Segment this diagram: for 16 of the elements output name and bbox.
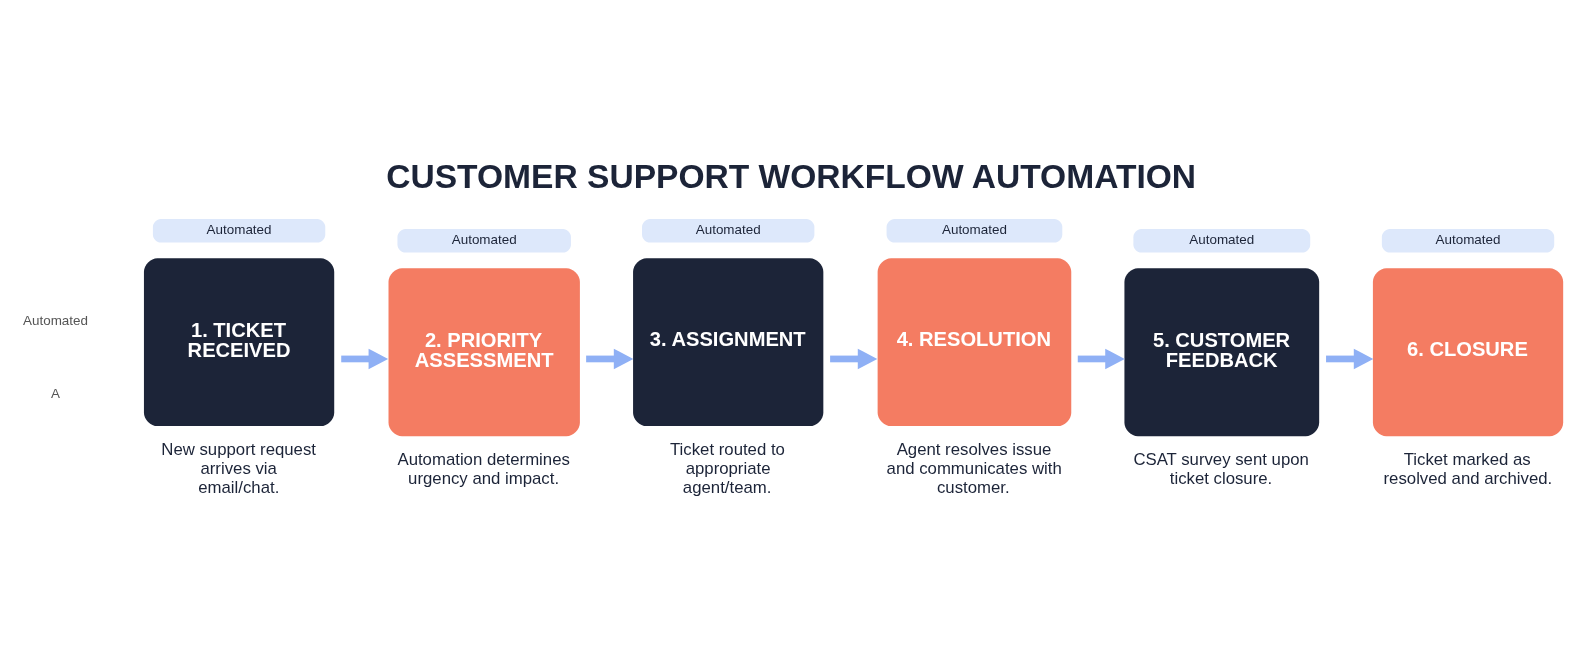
diagram-title: CUSTOMER SUPPORT WORKFLOW AUTOMATION xyxy=(386,157,1197,195)
arrow xyxy=(1077,348,1125,370)
node-label: Agent resolves issue and communicates with customer. xyxy=(886,440,1062,498)
node-label: Automated xyxy=(695,222,761,238)
node-label: Automated xyxy=(1189,232,1255,248)
node-label: Automated xyxy=(1435,232,1501,248)
node-label: CSAT survey sent upon ticket closure. xyxy=(1133,450,1309,489)
node-label: Automated xyxy=(941,222,1007,238)
node-label: Ticket routed to appropriate agent/team. xyxy=(670,440,785,498)
node-label: Automated xyxy=(206,222,272,238)
node-label: Automation determines urgency and impact. xyxy=(397,450,570,489)
label: Automated xyxy=(23,313,88,329)
node-label: Ticket marked as resolved and archived. xyxy=(1383,450,1553,489)
label: A xyxy=(51,386,60,402)
node-label: Automated xyxy=(451,232,517,248)
node-label: New support request arrives via email/chat. xyxy=(161,440,316,498)
